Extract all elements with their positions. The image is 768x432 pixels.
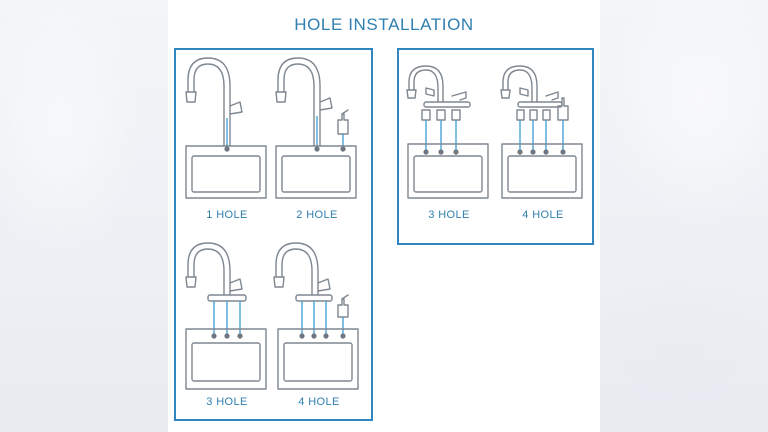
faucet-sink-illustration xyxy=(185,57,267,199)
hole-count-label: 4 HOLE xyxy=(522,209,564,221)
bridge-faucet-panel xyxy=(397,48,594,245)
hole-count-label: 4 HOLE xyxy=(298,396,340,408)
hole-count-label: 3 HOLE xyxy=(428,209,470,221)
faucet-sink-illustration xyxy=(275,57,357,199)
installation-card: HOLE INSTALLATION 1 HOLE xyxy=(168,0,600,432)
faucet-sink-illustration xyxy=(406,65,489,199)
faucet-sink-illustration xyxy=(185,242,267,390)
single-handle-panel xyxy=(174,48,373,421)
page-title: HOLE INSTALLATION xyxy=(294,15,474,34)
hole-count-label: 1 HOLE xyxy=(206,209,248,221)
faucet-sink-illustration xyxy=(273,242,359,390)
faucet-sink-illustration xyxy=(500,65,583,199)
hole-count-label: 2 HOLE xyxy=(296,209,338,221)
hole-count-label: 3 HOLE xyxy=(206,396,248,408)
